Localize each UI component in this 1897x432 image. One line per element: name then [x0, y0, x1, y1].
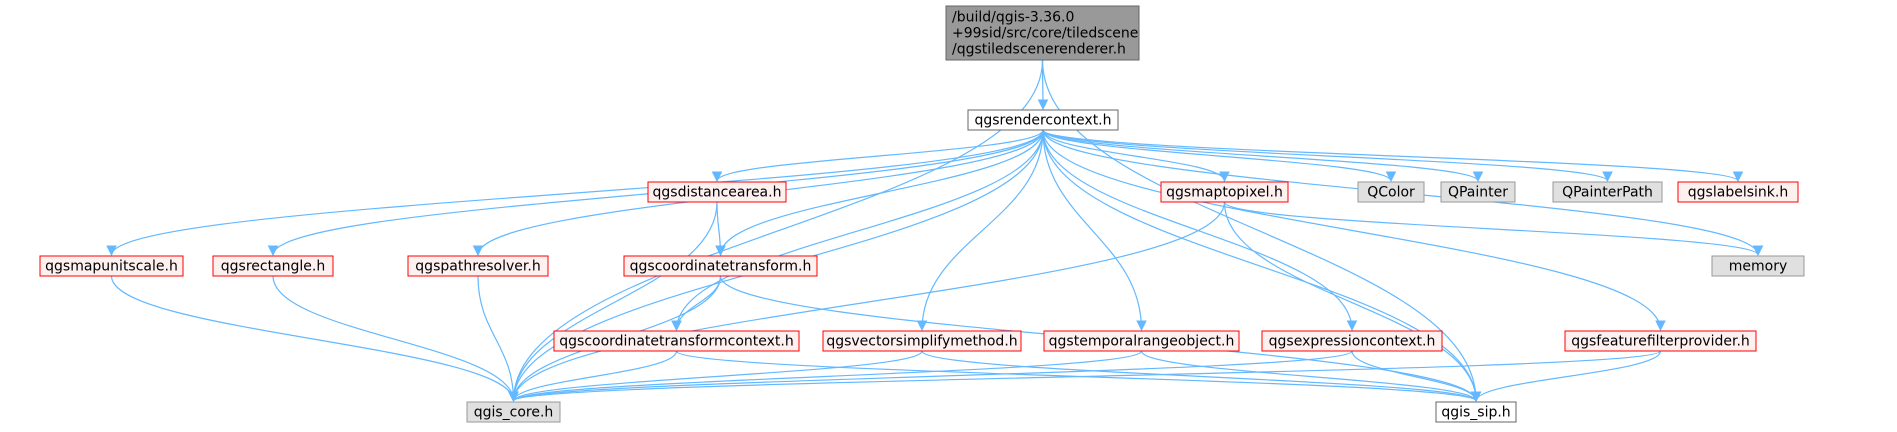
node-qcolor[interactable]: QColor — [1357, 181, 1425, 203]
node-rendercontext-box — [967, 109, 1119, 131]
node-pathresolver-box — [407, 255, 549, 277]
node-coordinatetransform[interactable]: qgscoordinatetransform.h — [623, 255, 818, 277]
edge-featurefilterprovider-to-qgis_sip — [1470, 350, 1662, 403]
node-qpainterpath-label: QPainterPath — [1562, 185, 1653, 201]
edge-expressioncontext-to-qgis_core — [508, 350, 1353, 403]
node-expressioncontext-box — [1261, 330, 1443, 352]
node-mapunitscale-box — [39, 255, 184, 277]
node-layer: /build/qgis-3.36.0+99sid/src/core/tileds… — [39, 5, 1805, 423]
node-root-box — [945, 5, 1140, 61]
edge-rendercontext-to-coordinatetransformcontext — [671, 129, 1044, 332]
edge-rendercontext-to-qcolor — [1042, 129, 1397, 183]
node-qpainter-label: QPainter — [1448, 185, 1508, 201]
node-maptopixel-label: qgsmaptopixel.h — [1166, 185, 1283, 201]
edge-rendercontext-to-qgis_sip — [1042, 129, 1482, 403]
node-distancearea-label: qgsdistancearea.h — [653, 185, 782, 201]
edge-rendercontext-to-mapunitscale — [106, 129, 1044, 257]
node-root-label: +99sid/src/core/tiledscene — [952, 26, 1138, 42]
node-qgis_core[interactable]: qgis_core.h — [466, 401, 561, 423]
node-qcolor-box — [1357, 181, 1425, 203]
node-temporalrangeobject[interactable]: qgstemporalrangeobject.h — [1043, 330, 1240, 352]
node-qgis_sip[interactable]: qgis_sip.h — [1435, 401, 1517, 423]
node-rendercontext-label: qgsrendercontext.h — [974, 113, 1111, 129]
edge-rendercontext-to-temporalrangeobject — [1042, 129, 1147, 332]
edge-vectorsimplifymethod-to-qgis_core — [508, 350, 923, 403]
node-distancearea-box — [647, 181, 787, 203]
node-qgis_sip-box — [1435, 401, 1517, 423]
node-featurefilterprovider-label: qgsfeaturefilterprovider.h — [1571, 334, 1750, 350]
edge-temporalrangeobject-to-qgis_sip — [1140, 350, 1482, 403]
edge-rendercontext-to-qpainterpath — [1042, 129, 1613, 183]
node-qpainterpath[interactable]: QPainterPath — [1552, 181, 1663, 203]
node-featurefilterprovider[interactable]: qgsfeaturefilterprovider.h — [1564, 330, 1757, 352]
node-vectorsimplifymethod[interactable]: qgsvectorsimplifymethod.h — [822, 330, 1022, 352]
edge-rendercontext-to-qpainter — [1042, 129, 1484, 183]
node-labelsink[interactable]: qgslabelsink.h — [1677, 181, 1799, 203]
node-mapunitscale-label: qgsmapunitscale.h — [45, 259, 178, 275]
edge-featurefilterprovider-to-qgis_core — [508, 350, 1662, 403]
node-root-label: /build/qgis-3.36.0 — [952, 10, 1074, 26]
node-qpainterpath-box — [1552, 181, 1663, 203]
edge-maptopixel-to-qgis_core — [508, 201, 1226, 403]
node-qgis_sip-label: qgis_sip.h — [1441, 405, 1510, 421]
node-root-label: /qgstiledscenerenderer.h — [952, 42, 1126, 58]
node-memory[interactable]: memory — [1711, 255, 1805, 277]
edge-distancearea-to-qgis_core — [508, 201, 718, 403]
node-mapunitscale[interactable]: qgsmapunitscale.h — [39, 255, 184, 277]
edge-rendercontext-to-coordinatetransform — [715, 129, 1044, 257]
node-coordinatetransform-label: qgscoordinatetransform.h — [630, 259, 812, 275]
edge-rendercontext-to-distancearea — [711, 129, 1044, 183]
node-labelsink-box — [1677, 181, 1799, 203]
edge-rendercontext-to-vectorsimplifymethod — [916, 129, 1044, 332]
edge-pathresolver-to-qgis_core — [477, 275, 519, 403]
node-qpainter[interactable]: QPainter — [1440, 181, 1516, 203]
node-maptopixel-box — [1160, 181, 1289, 203]
node-memory-box — [1711, 255, 1805, 277]
node-temporalrangeobject-label: qgstemporalrangeobject.h — [1049, 334, 1235, 350]
node-rectangle-box — [212, 255, 334, 277]
node-pathresolver-label: qgspathresolver.h — [415, 259, 540, 275]
node-distancearea[interactable]: qgsdistancearea.h — [647, 181, 787, 203]
node-rectangle[interactable]: qgsrectangle.h — [212, 255, 334, 277]
node-memory-label: memory — [1729, 259, 1788, 275]
node-rectangle-label: qgsrectangle.h — [221, 259, 325, 275]
edge-rendercontext-to-featurefilterprovider — [1042, 129, 1666, 332]
node-vectorsimplifymethod-label: qgsvectorsimplifymethod.h — [826, 334, 1017, 350]
node-labelsink-label: qgslabelsink.h — [1688, 185, 1788, 201]
edge-vectorsimplifymethod-to-qgis_sip — [921, 350, 1482, 403]
edge-maptopixel-to-memory — [1223, 201, 1764, 257]
node-qgis_core-label: qgis_core.h — [474, 405, 554, 421]
node-vectorsimplifymethod-box — [822, 330, 1022, 352]
node-qcolor-label: QColor — [1367, 185, 1415, 201]
node-root[interactable]: /build/qgis-3.36.0+99sid/src/core/tileds… — [945, 5, 1140, 61]
node-coordinatetransformcontext-label: qgscoordinatetransformcontext.h — [559, 334, 793, 350]
node-pathresolver[interactable]: qgspathresolver.h — [407, 255, 549, 277]
node-rendercontext[interactable]: qgsrendercontext.h — [967, 109, 1119, 131]
node-coordinatetransformcontext[interactable]: qgscoordinatetransformcontext.h — [553, 330, 800, 352]
edge-mapunitscale-to-qgis_core — [110, 275, 519, 403]
node-expressioncontext-label: qgsexpressioncontext.h — [1269, 334, 1436, 350]
node-qpainter-box — [1440, 181, 1516, 203]
node-maptopixel[interactable]: qgsmaptopixel.h — [1160, 181, 1289, 203]
node-qgis_core-box — [466, 401, 561, 423]
edge-coordinatetransformcontext-to-qgis_core — [508, 350, 678, 403]
node-coordinatetransformcontext-box — [553, 330, 800, 352]
node-featurefilterprovider-box — [1564, 330, 1757, 352]
node-temporalrangeobject-box — [1043, 330, 1240, 352]
edge-maptopixel-to-qgis_sip — [1223, 201, 1482, 403]
edge-rendercontext-to-expressioncontext — [1042, 129, 1358, 332]
node-coordinatetransform-box — [623, 255, 818, 277]
edge-rendercontext-to-labelsink — [1042, 129, 1744, 183]
edge-expressioncontext-to-qgis_sip — [1351, 350, 1482, 403]
edge-rectangle-to-qgis_core — [272, 275, 519, 403]
node-expressioncontext[interactable]: qgsexpressioncontext.h — [1261, 330, 1443, 352]
edge-temporalrangeobject-to-qgis_core — [508, 350, 1143, 403]
edge-distancearea-to-coordinatetransform — [715, 201, 726, 257]
